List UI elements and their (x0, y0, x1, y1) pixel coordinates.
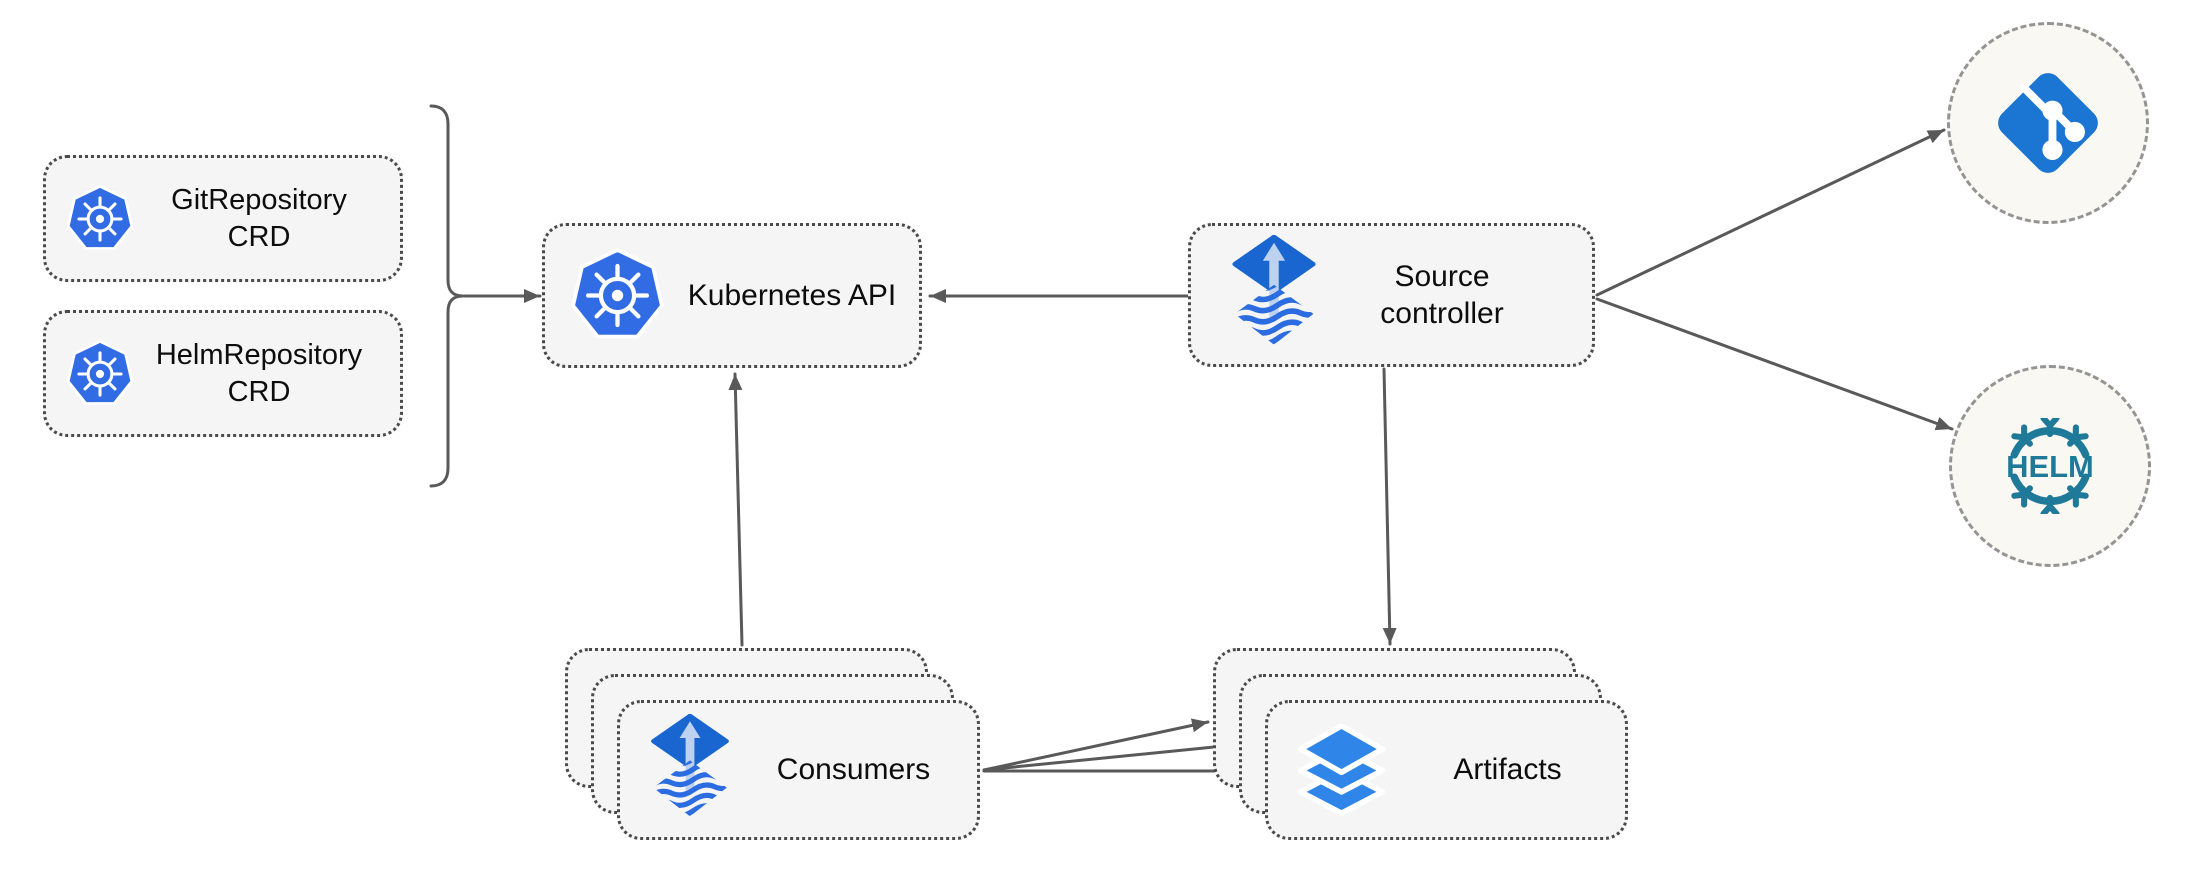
edge-consumers-to-artifacts-1 (982, 718, 1210, 772)
node-helm-repository-crd: HelmRepository CRD (43, 310, 403, 437)
flux-icon (1232, 235, 1316, 345)
kubernetes-icon (571, 248, 664, 339)
kubernetes-icon (66, 339, 134, 405)
node-source-controller: Source controller (1188, 223, 1595, 367)
node-git-repository (1947, 22, 2149, 224)
node-helm-repository: HELM (1949, 365, 2151, 567)
node-label: Source controller (1380, 259, 1504, 331)
node-consumers: Consumers (617, 700, 980, 840)
node-label: HelmRepository CRD (155, 339, 363, 408)
edge-consumers-to-artifacts-2 (982, 739, 1236, 772)
node-label: Kubernetes API (687, 278, 897, 312)
node-label: Consumers (776, 753, 931, 787)
node-kubernetes-api: Kubernetes API (542, 223, 922, 368)
helm-logo-text: HELM (2006, 449, 2094, 484)
edge-source-to-helm (1595, 297, 1954, 431)
node-git-repository-crd: GitRepository CRD (43, 155, 403, 282)
helm-icon: HELM (2006, 418, 2094, 514)
layers-icon (1297, 723, 1386, 816)
git-icon (1998, 73, 2098, 173)
node-artifacts: Artifacts (1265, 700, 1628, 840)
flux-icon (651, 714, 729, 817)
edge-source-to-git (1595, 128, 1946, 297)
edge-source-to-artifacts (1382, 367, 1397, 646)
crd-group-bracket (429, 104, 464, 488)
kubernetes-icon (66, 184, 134, 250)
edge-consumers-to-api (728, 372, 744, 647)
node-label: GitRepository CRD (171, 184, 347, 253)
node-label: Artifacts (1453, 753, 1562, 787)
